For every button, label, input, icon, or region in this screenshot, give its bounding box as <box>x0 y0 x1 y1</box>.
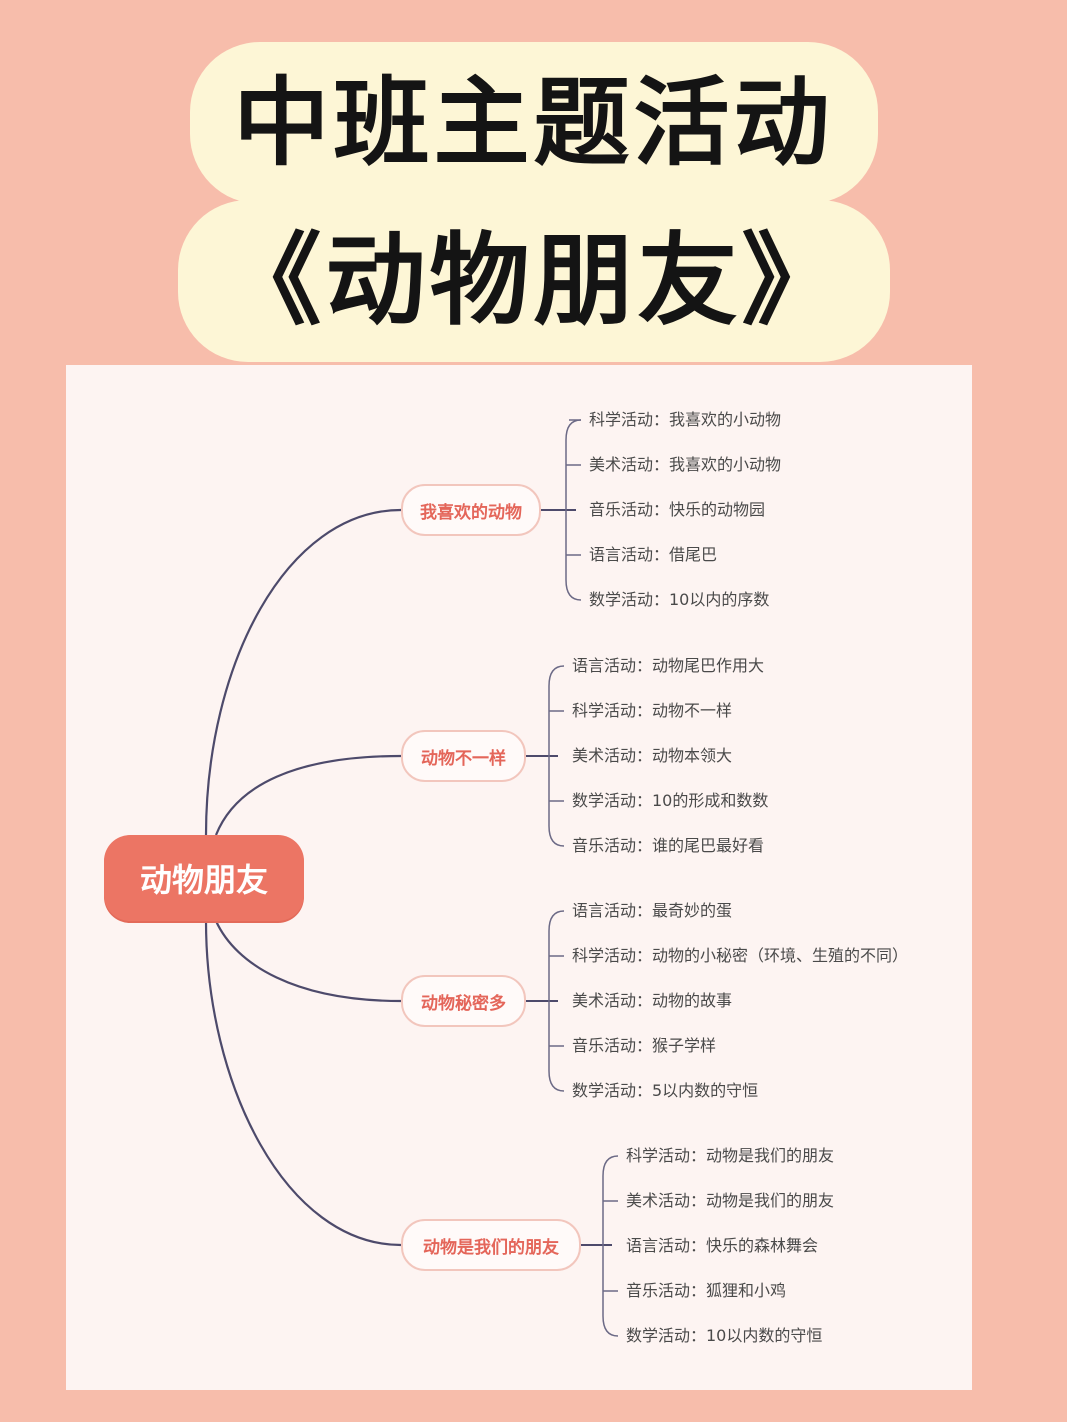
branch-node-3[interactable]: 动物秘密多 <box>401 975 526 1027</box>
leaf-b2-1[interactable]: 语言活动：动物尾巴作用大 <box>572 656 765 675</box>
title-line-1: 中班主题活动 <box>0 52 1067 194</box>
branch-node-4[interactable]: 动物是我们的朋友 <box>401 1219 581 1271</box>
mindmap-connectors <box>204 419 619 1337</box>
connector-root-branch-1 <box>204 508 402 836</box>
leaf-b4-4[interactable]: 音乐活动：狐狸和小鸡 <box>626 1281 787 1300</box>
connector-root-branch-3 <box>214 920 402 1003</box>
leaf-b3-5[interactable]: 数学活动：5以内数的守恒 <box>572 1081 759 1100</box>
connector-root-branch-4 <box>204 920 402 1247</box>
title-area: 中班主题活动 《动物朋友》 <box>0 0 1067 360</box>
leaf-b4-2[interactable]: 美术活动：动物是我们的朋友 <box>626 1191 835 1210</box>
leaf-b2-5[interactable]: 音乐活动：谁的尾巴最好看 <box>572 836 765 855</box>
leaf-b4-5[interactable]: 数学活动：10以内数的守恒 <box>626 1326 823 1345</box>
title-line-2: 《动物朋友》 <box>0 210 1067 352</box>
leaf-b1-1[interactable]: 科学活动：我喜欢的小动物 <box>589 410 782 429</box>
bracket-branch-2 <box>548 665 565 847</box>
bracket-branch-1 <box>565 419 582 601</box>
leaf-b3-3[interactable]: 美术活动：动物的故事 <box>572 991 733 1010</box>
leaf-b1-2[interactable]: 美术活动：我喜欢的小动物 <box>589 455 782 474</box>
bracket-branch-3 <box>548 910 565 1092</box>
branch-node-2[interactable]: 动物不一样 <box>401 730 526 782</box>
leaf-b2-4[interactable]: 数学活动：10的形成和数数 <box>572 791 769 810</box>
leaf-b3-2[interactable]: 科学活动：动物的小秘密（环境、生殖的不同） <box>572 946 909 965</box>
leaf-b4-3[interactable]: 语言活动：快乐的森林舞会 <box>626 1236 819 1255</box>
leaf-b4-1[interactable]: 科学活动：动物是我们的朋友 <box>626 1146 835 1165</box>
bracket-branch-4 <box>602 1155 619 1337</box>
root-node[interactable]: 动物朋友 <box>104 835 304 921</box>
leaf-b3-1[interactable]: 语言活动：最奇妙的蛋 <box>572 901 733 920</box>
leaf-b1-3[interactable]: 音乐活动：快乐的动物园 <box>589 500 766 519</box>
branch-node-1[interactable]: 我喜欢的动物 <box>401 484 541 536</box>
leaf-b1-4[interactable]: 语言活动：借尾巴 <box>589 545 718 564</box>
title-text-1: 中班主题活动 <box>199 52 868 194</box>
connector-root-branch-2 <box>214 754 402 836</box>
leaf-b2-3[interactable]: 美术活动：动物本领大 <box>572 746 733 765</box>
title-text-2: 《动物朋友》 <box>187 210 880 352</box>
leaf-b3-4[interactable]: 音乐活动：猴子学样 <box>572 1036 717 1055</box>
leaf-b2-2[interactable]: 科学活动：动物不一样 <box>572 701 733 720</box>
leaf-b1-5[interactable]: 数学活动：10以内的序数 <box>589 590 770 609</box>
mindmap-board: 动物朋友 我喜欢的动物 动物不一样 动物秘密多 动物是我们的朋友 科学活动：我喜… <box>66 365 972 1390</box>
